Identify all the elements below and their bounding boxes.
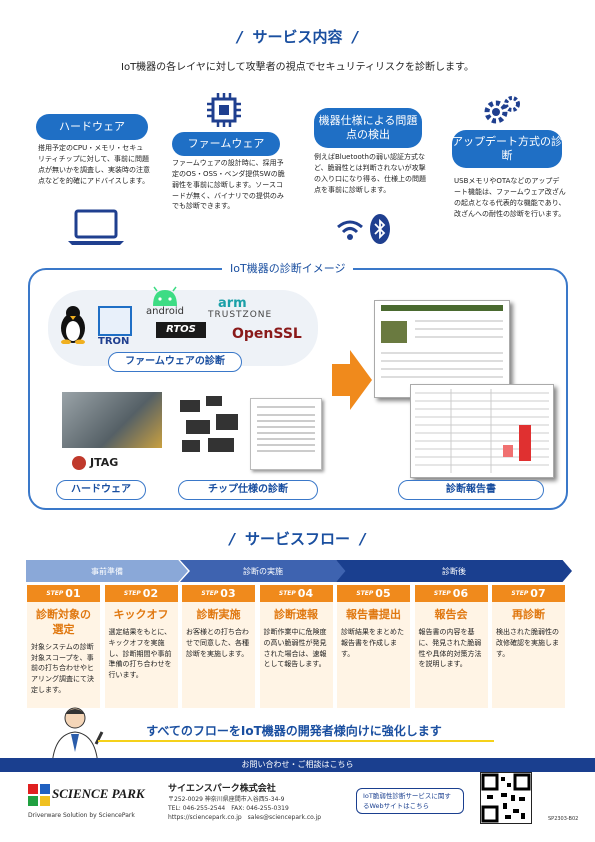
step-card: キックオフ選定結果をもとに、キックオフを実施し、診断期間や事前準備の打ち合わせを… [104, 602, 178, 708]
step-number: 05 [375, 587, 391, 600]
report-page-2 [410, 384, 554, 478]
chip-parts-photo [176, 392, 246, 462]
trustzone-logo: TRUSTZONE [208, 310, 273, 320]
step-number: 07 [530, 587, 546, 600]
jtag-logo-text: JTAG [90, 456, 119, 469]
arm-logo: arm [218, 296, 247, 311]
service-title-update: アップデート方式の診断 [452, 130, 562, 168]
tag-chip-diagnosis: チップ仕様の診断 [178, 480, 318, 500]
document-code: SP2303-B02 [548, 816, 579, 822]
wifi-icon [336, 219, 364, 245]
step-prefix: STEP [278, 590, 296, 597]
rtos-logo: RTOS [156, 322, 206, 338]
linux-penguin-icon [58, 304, 88, 348]
tron-logo-icon [98, 306, 132, 336]
report-page-1 [374, 300, 510, 398]
tron-logo-text: TRON [98, 336, 130, 347]
flow-banner-text: すべてのフローをIoT機器の開発者様向けに強化します [146, 724, 442, 738]
step-name: 再診断 [512, 608, 545, 621]
sciencepark-logo-icon [28, 784, 50, 810]
company-tel: TEL: 046-255-2544 FAX: 046-255-0319 [168, 805, 289, 812]
lead-text: IoT機器の各レイヤに対して攻撃者の視点でセキュリティリスクを診断します。 [121, 62, 474, 73]
step-prefix: STEP [356, 590, 374, 597]
step-prefix: STEP [511, 590, 529, 597]
step-description: 検出された脆弱性の改修確認を実施します。 [496, 627, 559, 658]
step-card: 診断実施お客様との打ち合わせで同意した、各種診断を実施します。 [182, 602, 255, 708]
step-name: 診断実施 [196, 608, 241, 621]
step-description: 対象システムの診断対象スコープを、事前の打ち合わせやヒアリング調査にて決定します… [31, 642, 94, 695]
service-text-spec: 例えばBluetoothの弱い認証方式など、脆弱性とは判断されないが攻撃の入り口… [314, 153, 426, 194]
person-illustration [40, 704, 110, 770]
step-number: 01 [65, 587, 81, 600]
phase-execution: 診断の実施 [180, 560, 346, 582]
service-section-title: /サービス内容/ [237, 28, 358, 46]
website-link[interactable]: IoT脆弱性診断サービスに関するWebサイトはこちら [356, 788, 464, 814]
step-card: 診断速報診断作業中に危険度の高い脆弱性が発見された場合は、速報として報告します。 [259, 602, 333, 708]
step-name: 報告会 [434, 608, 468, 621]
step-prefix: STEP [433, 590, 451, 597]
step-card: 報告会報告書の内容を基に、発見された脆弱性や具体的対策方法を説明します。 [414, 602, 488, 708]
arrow-right-icon [332, 350, 372, 414]
step-card: 再診断検出された脆弱性の改修確認を実施します。 [492, 602, 565, 708]
step-number: 06 [452, 587, 469, 600]
android-icon [150, 286, 180, 310]
openssl-logo: OpenSSL [232, 326, 302, 342]
step-prefix: STEP [123, 590, 141, 597]
laptop-icon [66, 207, 126, 251]
step-number: 03 [220, 587, 236, 600]
step-description: お客様との打ち合わせで同意した、各種診断を実施します。 [186, 627, 249, 658]
company-address: 〒252-0029 神奈川県座間市入谷西5-34-9 [168, 796, 285, 803]
service-text-update: USBメモリやOTAなどのアップデート機能は、ファームウェア改ざんの起点となる代… [454, 177, 566, 218]
service-title-spec: 機器仕様による問題点の検出 [314, 108, 422, 148]
contact-header-bar: お問い合わせ・ご相談はこちら [0, 758, 595, 772]
tag-report: 診断報告書 [398, 480, 544, 500]
gear-icon [482, 94, 522, 132]
company-name: サイエンスパーク株式会社 [168, 784, 276, 794]
step-number: 04 [297, 587, 314, 600]
step-card: 報告書提出診断結果をまとめた報告書を作成します。 [337, 602, 410, 708]
service-text-firmware: ファームウェアの設計時に、採用予定のOS・OSS・ベンダ提供SWの脆弱性を事前に… [172, 159, 285, 211]
step-number: 02 [142, 587, 159, 600]
sciencepark-logo-text: SCIENCE PARK [52, 786, 145, 801]
logo-subtitle: Driverware Solution by SciencePark [28, 812, 135, 819]
datasheet-document [250, 398, 322, 470]
step-description: 報告書の内容を基に、発見された脆弱性や具体的対策方法を説明します。 [418, 627, 482, 669]
step-card: 診断対象の 選定対象システムの診断対象スコープを、事前の打ち合わせやヒアリング調… [27, 602, 100, 708]
tag-firmware-diagnosis: ファームウェアの診断 [108, 352, 242, 372]
tag-hardware: ハードウェア [56, 480, 146, 500]
step-description: 選定結果をもとに、キックオフを実施し、診断期間や事前準備の打ち合わせを行います。 [108, 627, 172, 680]
step-name: 診断対象の 選定 [36, 608, 91, 636]
step-name: キックオフ [113, 608, 169, 621]
company-web: https://sciencepark.co.jp sales@sciencep… [168, 814, 322, 821]
step-prefix: STEP [201, 590, 219, 597]
service-title-firmware: ファームウェア [172, 132, 280, 156]
step-name: 診断速報 [274, 608, 318, 621]
step-name: 報告書提出 [346, 608, 401, 621]
hardware-board-photo [62, 392, 162, 448]
flow-section-title: /サービスフロー/ [229, 530, 366, 548]
service-text-hardware: 搭用予定のCPU・メモリ・セキュリティチップに対して、事前に問題点が無いかを調査… [38, 144, 150, 185]
service-title-hardware: ハードウェア [36, 114, 148, 140]
jtag-icon [72, 456, 86, 470]
phase-after: 診断後 [336, 560, 572, 582]
qr-code[interactable] [480, 772, 532, 824]
bluetooth-icon [370, 214, 390, 248]
phase-preparation: 事前準備 [26, 560, 188, 582]
step-description: 診断作業中に危険度の高い脆弱性が発見された場合は、速報として報告します。 [263, 627, 327, 669]
diagnosis-image-title: IoT機器の診断イメージ [222, 260, 354, 276]
chip-icon [206, 92, 242, 132]
banner-underline [98, 740, 494, 742]
android-logo-text: android [146, 306, 184, 317]
step-description: 診断結果をまとめた報告書を作成します。 [341, 627, 404, 658]
step-prefix: STEP [46, 590, 64, 597]
